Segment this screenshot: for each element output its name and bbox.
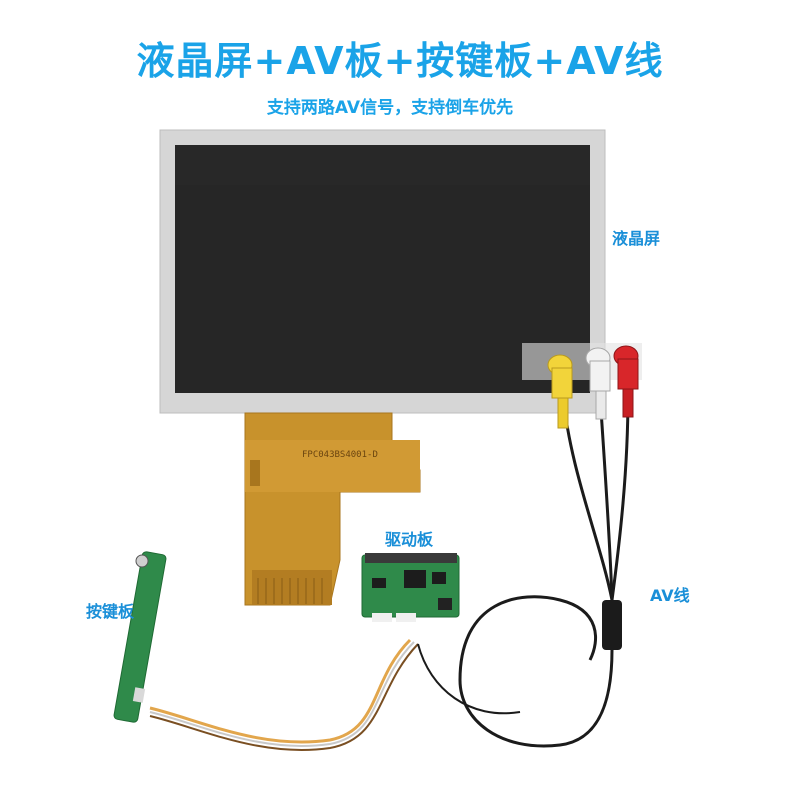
label-key-board: 按键板 (86, 602, 135, 621)
label-lcd: 液晶屏 (612, 229, 661, 248)
page-title: 液晶屏+AV板+按键板+AV线 (136, 39, 664, 83)
rca-yellow-plug (547, 354, 573, 429)
fpc-ribbon: FPC043BS4001-D (244, 412, 421, 606)
key-board-wire (149, 638, 419, 752)
label-driver-board: 驱动板 (385, 530, 434, 549)
rca-white-plug (585, 347, 611, 420)
lcd-panel (159, 129, 606, 414)
driver-board (361, 553, 460, 622)
label-av-cable: AV线 (650, 586, 690, 605)
rca-red-plug (613, 345, 639, 418)
key-board (113, 551, 167, 723)
rca-connectors (522, 343, 642, 429)
page-subtitle: 支持两路AV信号，支持倒车优先 (266, 98, 514, 118)
lcd-glass (175, 145, 590, 393)
fpc-label: FPC043BS4001-D (302, 450, 378, 460)
